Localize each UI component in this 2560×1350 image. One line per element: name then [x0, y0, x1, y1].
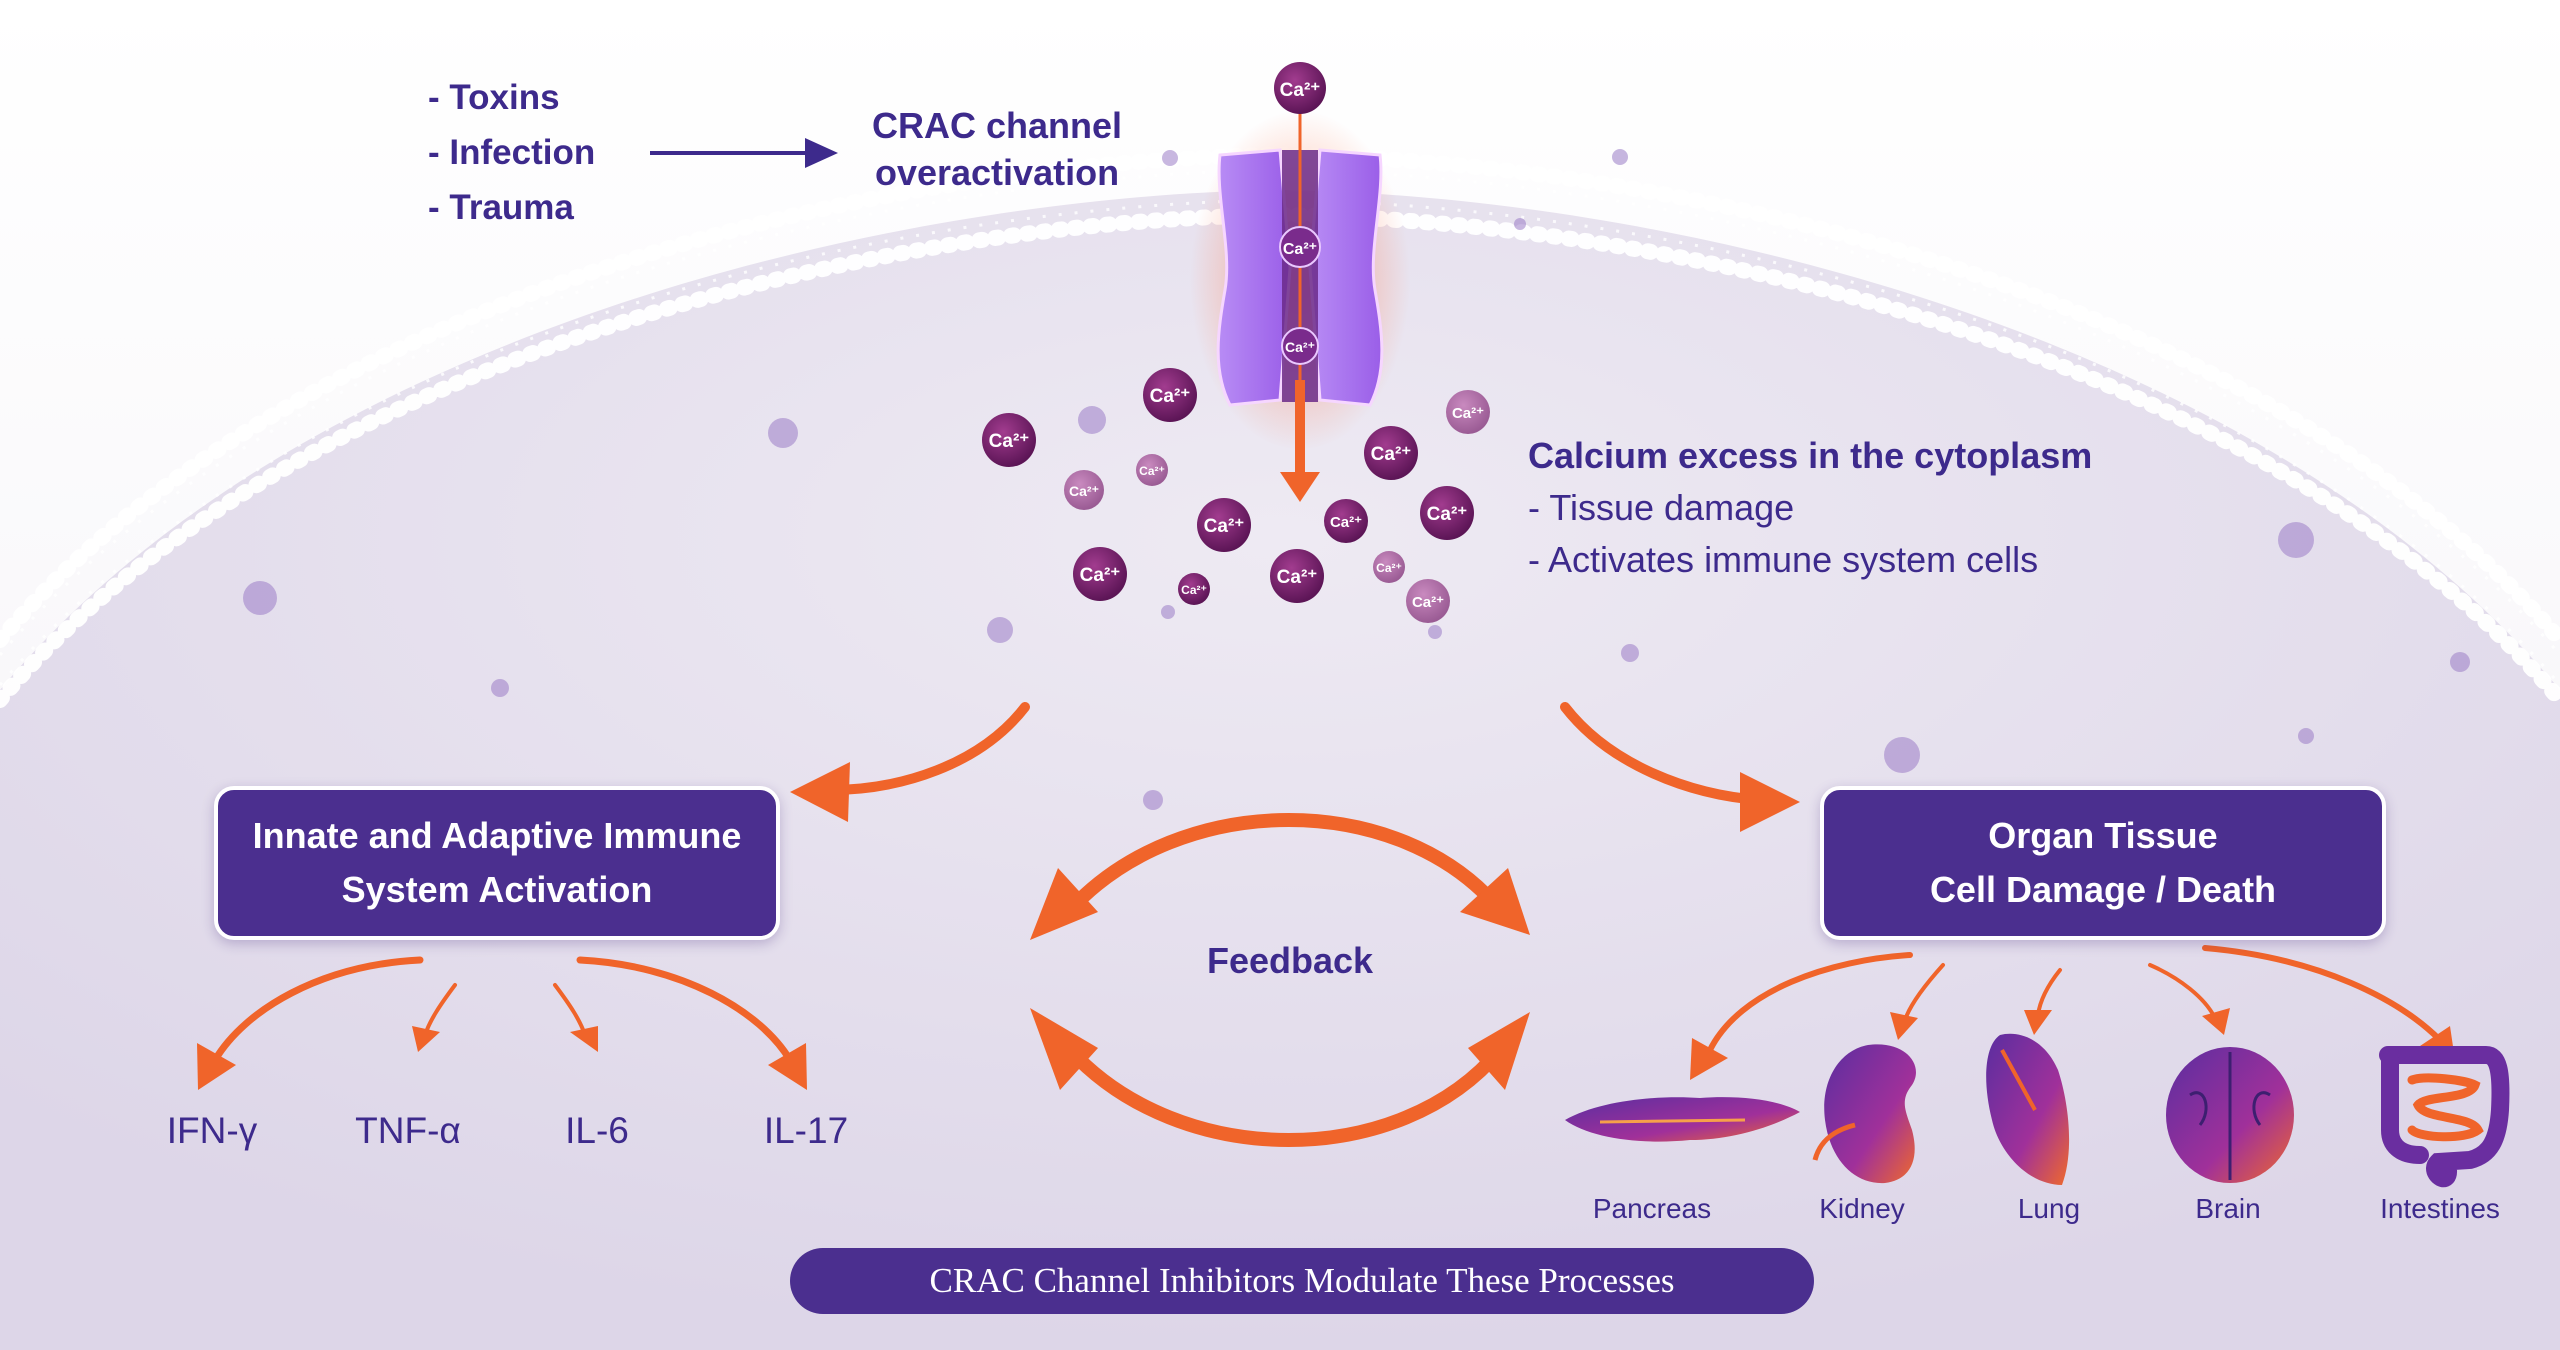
cell-interior	[0, 190, 2560, 1350]
calcium-ions: Ca²⁺ Ca²⁺ Ca²⁺ Ca²⁺ Ca²⁺ Ca²⁺ Ca²⁺ Ca²⁺ …	[982, 62, 1490, 623]
lung-icon	[1986, 1033, 2070, 1185]
immune-activation-box: Innate and Adaptive Immune System Activa…	[214, 786, 780, 940]
ca-ion: Ca²⁺	[1136, 454, 1168, 486]
ca-ion: Ca²⁺	[1324, 499, 1368, 543]
svg-text:Ca²⁺: Ca²⁺	[989, 431, 1030, 452]
feedback-label: Feedback	[1206, 940, 1374, 981]
ca-ion: Ca²⁺	[1373, 551, 1405, 583]
ca-ion: Ca²⁺	[1364, 426, 1418, 480]
ca-ion: Ca²⁺	[1064, 470, 1104, 510]
ca-ion: Ca²⁺	[1197, 498, 1251, 552]
cytokine-label: IFN-γ	[166, 1110, 258, 1151]
calcium-effect-item: - Tissue damage	[1528, 487, 1795, 528]
immune-box-line: System Activation	[341, 869, 653, 910]
organ-box-line: Organ Tissue	[1988, 815, 2218, 856]
inhibitors-banner: CRAC Channel Inhibitors Modulate These P…	[790, 1248, 1814, 1314]
ca-ion: Ca²⁺	[1274, 62, 1326, 114]
feedback-loop	[1030, 813, 1530, 1147]
crac-channel-label: CRAC channel overactivation	[872, 102, 1122, 196]
trigger-item: - Trauma	[428, 188, 574, 227]
ca-ion: Ca²⁺	[1073, 547, 1127, 601]
immune-box-line: Innate and Adaptive Immune	[252, 815, 742, 856]
svg-text:Ca²⁺: Ca²⁺	[1376, 561, 1402, 575]
svg-text:Ca²⁺: Ca²⁺	[1285, 339, 1315, 355]
branch-arrows	[825, 702, 1765, 805]
organ-label: Intestines	[2380, 1193, 2500, 1224]
background-particles	[243, 149, 2470, 810]
ca-ion: Ca²⁺	[1279, 226, 1321, 268]
crac-label-line: overactivation	[874, 152, 1120, 193]
calcium-excess-title: Calcium excess in the cytoplasm	[1528, 435, 2093, 476]
trigger-item: - Infection	[428, 133, 596, 172]
kidney-icon	[1812, 1044, 1916, 1184]
svg-text:Ca²⁺: Ca²⁺	[1283, 241, 1317, 258]
svg-text:Ca²⁺: Ca²⁺	[1371, 444, 1412, 465]
calcium-effect-item: - Activates immune system cells	[1528, 539, 2039, 580]
ca-ion: Ca²⁺	[982, 413, 1036, 467]
organ-label: Pancreas	[1592, 1193, 1712, 1224]
crac-channel	[1190, 110, 1410, 502]
svg-text:Ca²⁺: Ca²⁺	[1150, 386, 1191, 407]
svg-text:Ca²⁺: Ca²⁺	[1280, 80, 1321, 101]
cytokine-label: IL-17	[763, 1110, 849, 1151]
svg-text:Ca²⁺: Ca²⁺	[1452, 405, 1484, 422]
crac-label-line: CRAC channel	[872, 105, 1123, 146]
svg-text:Ca²⁺: Ca²⁺	[1181, 583, 1207, 597]
intestines-icon	[2379, 1046, 2510, 1188]
svg-text:Ca²⁺: Ca²⁺	[1277, 567, 1318, 588]
calcium-excess-block: Calcium excess in the cytoplasm - Tissue…	[1528, 430, 2092, 586]
pancreas-icon	[1565, 1097, 1800, 1142]
trigger-arrow	[650, 138, 838, 168]
ca-ion: Ca²⁺	[1178, 573, 1210, 605]
svg-text:Ca²⁺: Ca²⁺	[1139, 464, 1165, 478]
ca-ion: Ca²⁺	[1270, 549, 1324, 603]
trigger-item: - Toxins	[428, 78, 560, 117]
svg-text:Ca²⁺: Ca²⁺	[1080, 565, 1121, 586]
ca-ion: Ca²⁺	[1281, 327, 1319, 365]
ca-ion: Ca²⁺	[1446, 390, 1490, 434]
arrowhead-left	[790, 762, 850, 822]
brain-icon	[2166, 1047, 2294, 1183]
organ-label: Lung	[2017, 1193, 2081, 1224]
organ-label: Brain	[2195, 1193, 2261, 1224]
cytokine-label: IL-6	[565, 1110, 629, 1151]
ca-ion: Ca²⁺	[1143, 368, 1197, 422]
svg-text:Ca²⁺: Ca²⁺	[1330, 514, 1362, 531]
cytokine-label: TNF-α	[355, 1110, 461, 1151]
svg-text:Ca²⁺: Ca²⁺	[1069, 483, 1099, 499]
svg-text:Ca²⁺: Ca²⁺	[1427, 504, 1468, 525]
cytokine-arrowheads	[197, 1026, 807, 1090]
organ-box-line: Cell Damage / Death	[1929, 869, 2277, 910]
svg-text:Ca²⁺: Ca²⁺	[1204, 516, 1245, 537]
organ-label: Kidney	[1819, 1193, 1905, 1224]
trigger-list: - Toxins - Infection - Trauma	[428, 70, 595, 235]
organ-arrows	[1707, 945, 2443, 1053]
organ-damage-box: Organ Tissue Cell Damage / Death	[1820, 786, 2386, 940]
ca-ion: Ca²⁺	[1406, 579, 1450, 623]
svg-text:Ca²⁺: Ca²⁺	[1412, 594, 1444, 611]
arrowhead-right	[1740, 772, 1800, 832]
ca-ion: Ca²⁺	[1420, 486, 1474, 540]
